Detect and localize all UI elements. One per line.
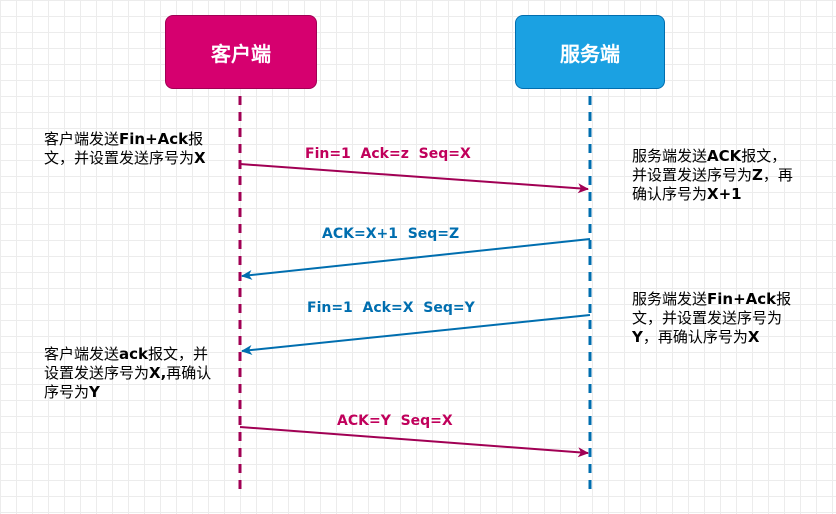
- message-label-2: ACK=X+1 Seq=Z: [322, 226, 460, 242]
- client-note-1: 客户端发送Fin+Ack报文，并设置发送序号为X: [44, 130, 206, 167]
- server-note-2: 服务端发送Fin+Ack报文，并设置发送序号为Y，再确认序号为X: [632, 290, 792, 346]
- client-note-2: 客户端发送ack报文，并设置发送序号为X,再确认序号为Y: [44, 345, 212, 401]
- server-note-1: 服务端发送ACK报文，并设置发送序号为Z，再确认序号为X+1: [632, 147, 793, 203]
- message-arrow-2: [241, 238, 591, 280]
- client-actor-label: 客户端: [211, 41, 271, 66]
- server-actor-box: 服务端: [515, 15, 665, 89]
- message-arrow-1: [239, 163, 589, 194]
- client-actor-box: 客户端: [165, 15, 317, 89]
- message-arrow-4: [239, 426, 589, 458]
- message-label-3: Fin=1 Ack=X Seq=Y: [307, 300, 475, 316]
- message-label-4: ACK=Y Seq=X: [337, 413, 453, 429]
- server-actor-label: 服务端: [560, 41, 620, 66]
- message-arrow-3: [241, 314, 591, 355]
- message-label-1: Fin=1 Ack=z Seq=X: [305, 146, 471, 162]
